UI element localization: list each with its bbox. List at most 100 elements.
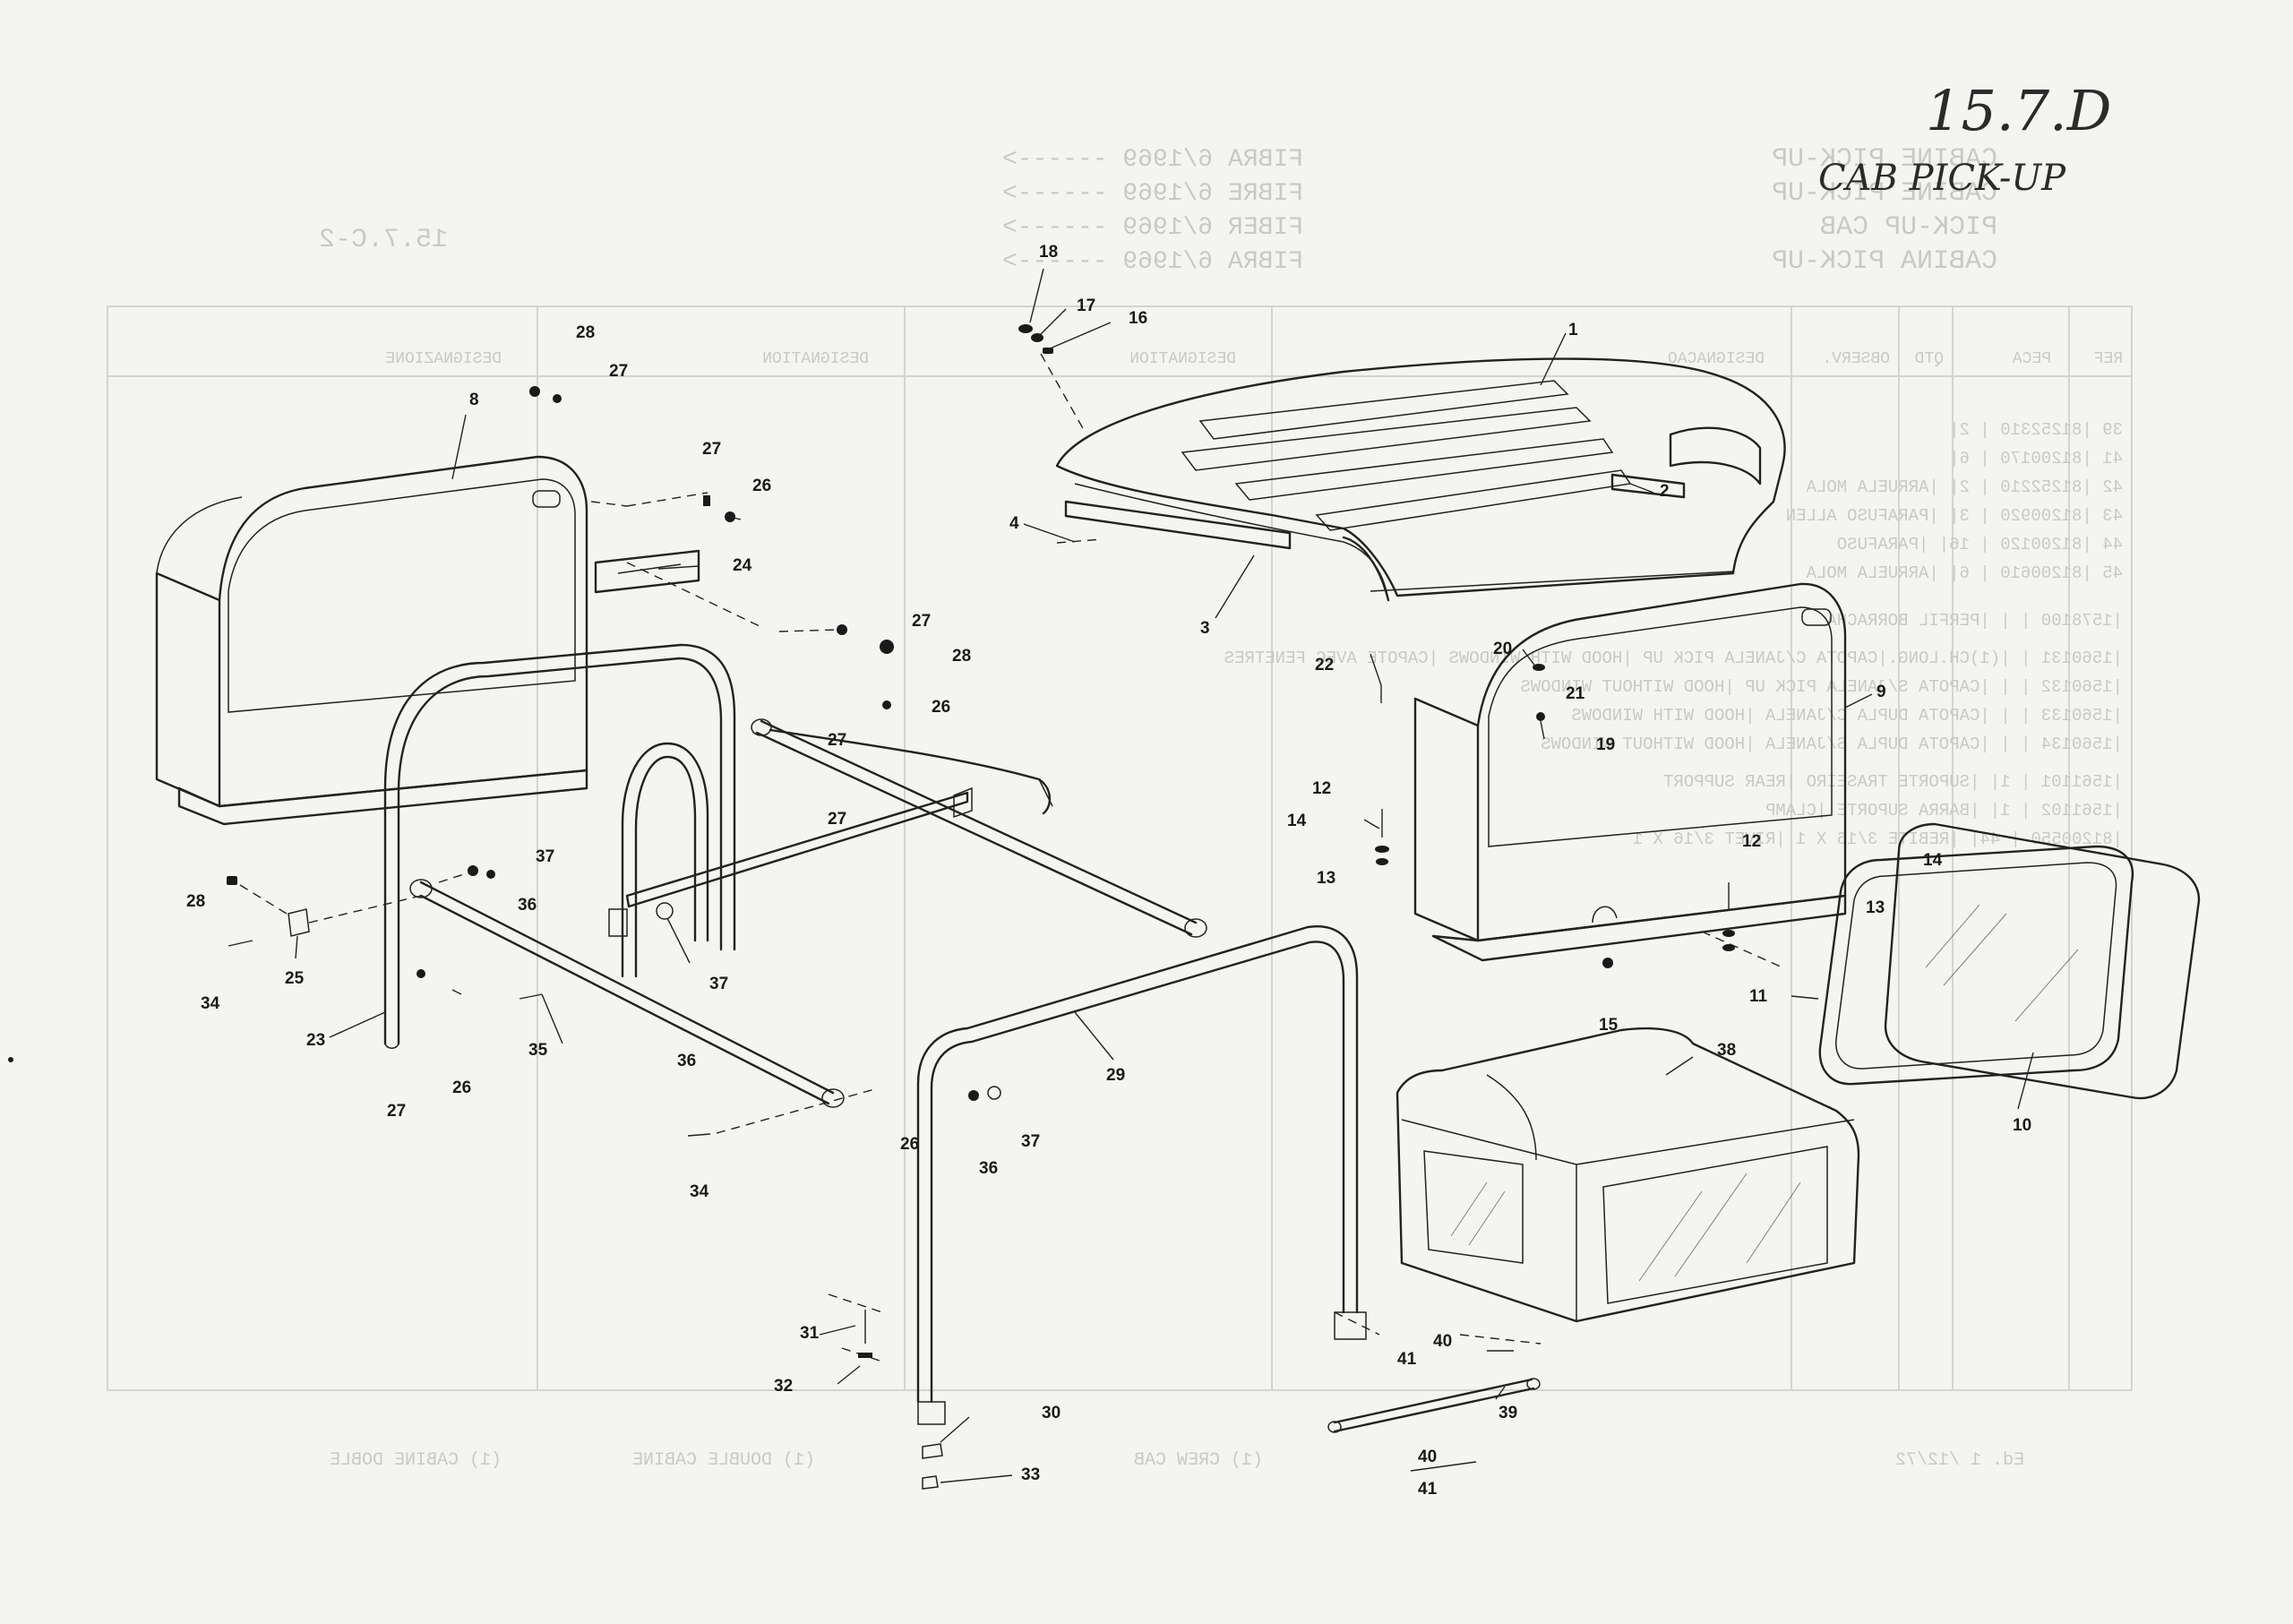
callout-39: 39 [1499, 1404, 1517, 1422]
stray-mark [8, 1057, 13, 1062]
roof-rail-rear [1610, 473, 1686, 499]
ghost-header-7: DESIGNATION [762, 350, 869, 368]
ghost-fibre-2: FIBRE 6/1969 ------> [1002, 180, 1303, 208]
ghost-row: |1560132 | | |CAPOTA S/JANELA PICK UP |H… [1520, 677, 2123, 697]
callout-27c: 27 [912, 612, 931, 631]
callout-14: 14 [1287, 812, 1307, 830]
callout-16: 16 [1129, 309, 1147, 328]
callout-26b: 26 [932, 698, 950, 717]
callout-24: 24 [733, 556, 752, 575]
callout-25: 25 [285, 969, 305, 988]
callout-22: 22 [1315, 656, 1334, 675]
callout-4: 4 [1009, 514, 1019, 533]
diagonal-strut [409, 879, 845, 1108]
bleed-through-fibre-lines: FIBRA 6/1969 ------> FIBRE 6/1969 ------… [1002, 146, 1303, 276]
callout-12b: 12 [1742, 832, 1761, 851]
callout-13b: 13 [1866, 898, 1885, 917]
ghost-footer-3: (1) DOUBLE CABINE [632, 1450, 815, 1471]
ghost-header-5: DESIGNACAO [1668, 350, 1765, 368]
callout-38-label: 36 [979, 1159, 998, 1178]
ghost-row: |1578100 | | |PERFIL BORRACHA [1826, 611, 2123, 631]
ghost-footer-2: (1) CREW CAB [1134, 1450, 1263, 1471]
callout-1: 1 [1568, 321, 1578, 339]
ghost-fibre-1: FIBRA 6/1969 ------> [1002, 146, 1303, 174]
callout-40b: 40 [1418, 1448, 1437, 1466]
ghost-header-8: DESIGNAZIONE [385, 350, 502, 368]
callout-41b: 41 [1418, 1480, 1438, 1499]
ghost-title-3: PICK-UP CAB [1820, 212, 1997, 243]
bleed-through-titles: CABINE PICK-UP CABINE PICK-UP PICK-UP CA… [1772, 144, 1997, 277]
ghost-fibre-3: FIBER 6/1969 ------> [1002, 214, 1303, 242]
callout-37b: 37 [709, 975, 728, 993]
roof-panel [1055, 357, 1786, 602]
ghost-header-4: OBSERV. [1822, 350, 1890, 368]
curved-brace [769, 728, 1053, 815]
callout-12: 12 [1312, 779, 1331, 798]
leader-lines [295, 268, 2034, 1483]
callout-14b: 14 [1923, 851, 1943, 870]
handwritten-reference: 15.7.D [1926, 78, 2111, 143]
ghost-title-4: CABINA PICK-UP [1772, 246, 1997, 277]
ghost-row: 44 |81200120 | 16| |PARAFUSO [1837, 535, 2123, 554]
ghost-row: 45 |81200610 | 6| |ARRUELA MOLA [1806, 563, 2123, 583]
ghost-row: |1560131 | |(1)CH.LONG.|CAPOTA C/JANELA … [1224, 649, 2123, 668]
callout-33: 33 [1021, 1465, 1040, 1484]
callout-26a: 26 [752, 477, 771, 495]
double-cab-hood [1396, 1027, 1860, 1323]
callout-36b: 36 [677, 1052, 696, 1070]
callout-2: 2 [1660, 482, 1670, 501]
ghost-row: |81200550 | 44| |REBITE 3/16 X 1 |RIVET … [1633, 829, 2123, 849]
callout-37c: 37 [1021, 1132, 1040, 1151]
ghost-row: 42 |81252210 | 2| |ARRUELA MOLA [1806, 477, 2123, 497]
upper-brace-24 [594, 549, 700, 594]
alignment-lines [239, 492, 1783, 1362]
callout-29: 29 [1106, 1066, 1125, 1085]
callout-37a: 37 [536, 847, 554, 866]
callout-34a: 34 [201, 994, 220, 1013]
ghost-title-2: CABINE PICK-UP [1772, 178, 1997, 209]
ghost-table [107, 305, 2133, 1391]
callout-3: 3 [1200, 619, 1210, 638]
callout-32: 32 [774, 1377, 793, 1396]
callout-28c: 28 [186, 892, 205, 911]
callout-30: 30 [1042, 1404, 1061, 1422]
roll-bar-front-23 [383, 643, 736, 1049]
callout-numbers: 1 2 3 4 8 9 10 11 12 13 14 12 13 14 15 1… [186, 243, 2031, 1499]
hardware-bolts-nuts [227, 386, 1735, 1490]
ghost-row: |1561101 | 1| |SUPORTE TRASEIRO |REAR SU… [1663, 772, 2123, 792]
callout-20: 20 [1493, 640, 1512, 658]
roll-bar-rear-29 [916, 925, 1367, 1425]
support-rod-39 [1327, 1378, 1541, 1433]
ghost-row: |1560133 | | |CAPOTA DUPLA C/JANELA |HOO… [1571, 706, 2123, 726]
ghost-row: 43 |81200920 | 3| |PARAFUSO ALLEN [1786, 506, 2123, 526]
ghost-row: 41 |81200170 | 6| [1949, 449, 2123, 468]
ghost-row: |1561102 | 1| |BARRA SUPORTE |CLAMP [1765, 801, 2123, 821]
callout-19: 19 [1596, 735, 1615, 754]
callout-11: 11 [1749, 987, 1768, 1006]
callout-35: 35 [528, 1041, 548, 1060]
rear-cab-panel-left [155, 455, 628, 826]
callout-28a: 28 [576, 323, 595, 342]
callout-9: 9 [1876, 683, 1886, 701]
ghost-fibre-4: FIBRA 6/1969 ------> [1002, 248, 1303, 276]
handwritten-title: CAB PICK-UP [1818, 158, 2066, 199]
callout-27a: 27 [609, 362, 628, 381]
callout-27e: 27 [387, 1102, 406, 1121]
callout-8: 8 [469, 391, 479, 409]
callout-23: 23 [306, 1031, 325, 1050]
callout-38: 38 [1717, 1041, 1736, 1060]
rear-window-frame-11 [1818, 845, 2134, 1086]
long-strut [751, 718, 1207, 938]
ghost-title-1: CABINE PICK-UP [1772, 144, 1997, 175]
callout-27f: 27 [828, 810, 846, 829]
roof-rail-front [1056, 500, 1292, 550]
callout-10: 10 [2013, 1116, 2031, 1135]
rear-cab-panel-right [1413, 582, 1847, 962]
cross-bar [625, 786, 973, 908]
callout-28b: 28 [952, 647, 971, 666]
callout-36a: 36 [518, 896, 537, 915]
callout-40a: 40 [1433, 1332, 1452, 1351]
callout-18: 18 [1039, 243, 1058, 262]
callout-31: 31 [800, 1324, 820, 1343]
